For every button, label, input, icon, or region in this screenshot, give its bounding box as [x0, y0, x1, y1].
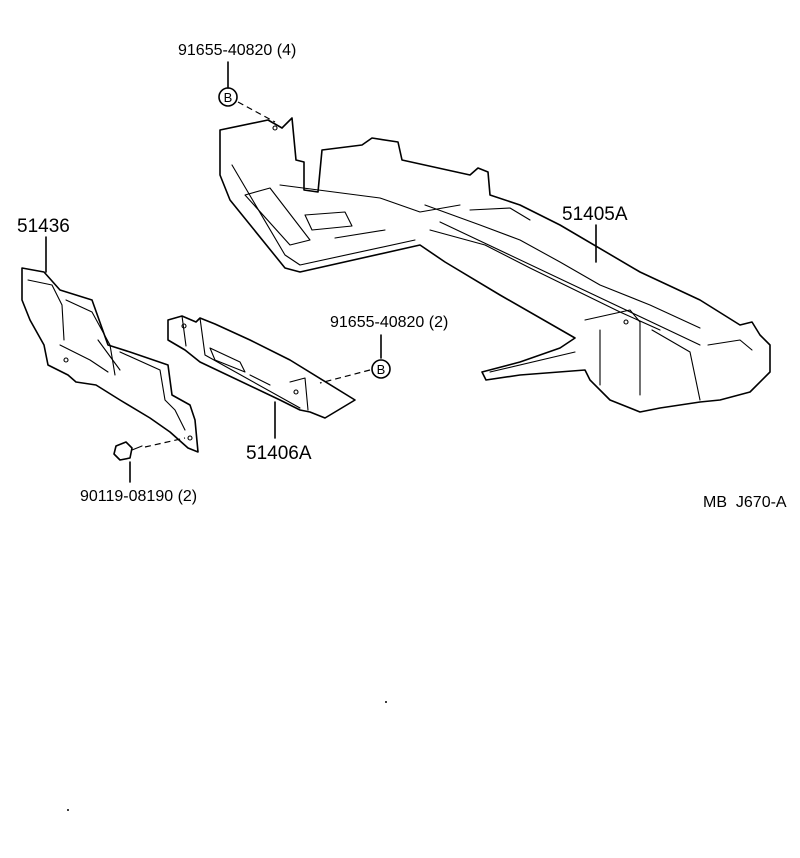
- part-51436-drawing: [21, 267, 199, 453]
- leader-bolt-top-dashed: [237, 101, 276, 123]
- part-51406a-drawing: [167, 315, 356, 419]
- part-51405a-drawing: [219, 117, 771, 413]
- reference-code: MB J670-A: [703, 494, 787, 511]
- marker-b-mid: B: [371, 359, 391, 379]
- callout-51436: 51436: [17, 216, 70, 237]
- svg-text:B: B: [224, 90, 233, 105]
- callout-screw: 90119-08190 (2): [80, 488, 197, 505]
- print-speck: [67, 809, 69, 811]
- svg-text:B: B: [377, 362, 386, 377]
- callout-51405a: 51405A: [562, 204, 628, 225]
- marker-b-top: B: [218, 87, 238, 107]
- leader-screw-dashed: [144, 437, 186, 448]
- screw-drawing: [113, 441, 143, 461]
- callout-bolt-top: 91655-40820 (4): [178, 42, 296, 59]
- print-speck: [385, 701, 387, 703]
- callout-51406a: 51406A: [246, 443, 312, 464]
- leader-bolt-mid-dashed: [319, 369, 371, 384]
- callout-bolt-mid: 91655-40820 (2): [330, 314, 448, 331]
